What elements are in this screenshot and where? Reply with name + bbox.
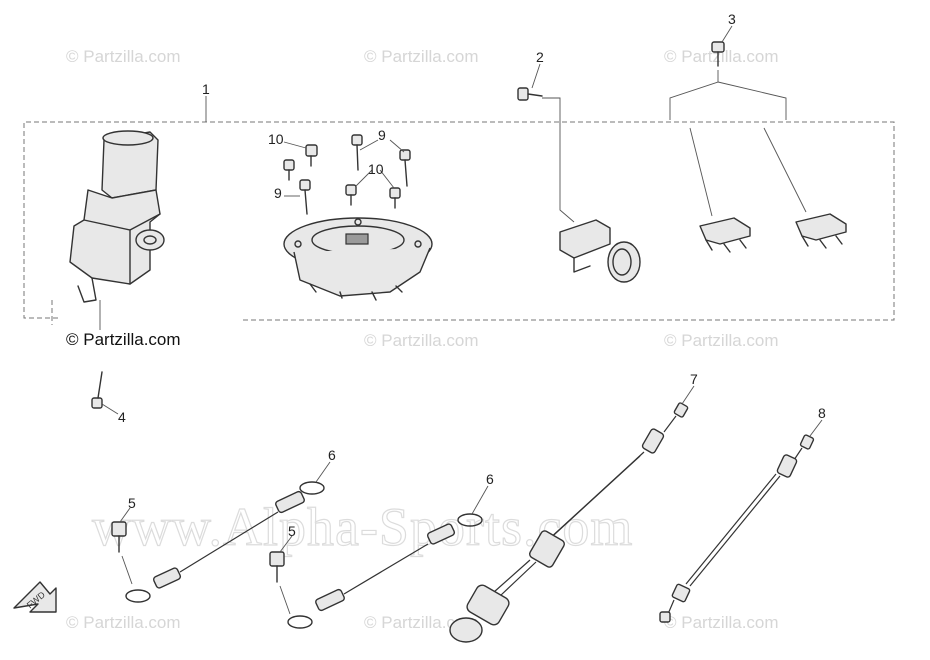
watermark-partzilla: © Partzilla.com: [364, 331, 479, 350]
callout-1: 1: [202, 81, 210, 97]
callout-4: 4: [118, 409, 126, 425]
callout-7: 7: [690, 371, 698, 387]
seat-lock-cable-short-part: [659, 434, 815, 623]
bracket-pair-part: [669, 70, 847, 253]
watermark-partzilla: © Partzilla.com: [664, 613, 779, 632]
watermark-partzilla: © Partzilla.com: [66, 47, 181, 66]
callout-6: 6: [328, 447, 336, 463]
callout-5: 5: [128, 495, 136, 511]
cable-clamp-bracket-part: [542, 97, 641, 283]
assembly-1-outline: [23, 121, 895, 325]
ignition-switch-part: [69, 130, 165, 330]
key-wire-cable-right: [269, 513, 483, 629]
callout-9: 9: [378, 127, 386, 143]
callout-9: 9: [274, 185, 282, 201]
watermark-partzilla: © Partzilla.com: [364, 47, 479, 66]
callout-leaders: [101, 25, 823, 553]
forward-direction-marker: FWD: [13, 581, 57, 613]
copyright-label: © Partzilla.com: [64, 330, 183, 350]
fuel-cap-lock-part: [283, 217, 433, 301]
callout-labels: 1 2 3 4 5 5 6 6 7 8 9 9 10 10: [118, 11, 826, 539]
screw-set-9-10: [283, 134, 411, 215]
callout-6: 6: [486, 471, 494, 487]
bolt-4: [91, 371, 103, 409]
key-wire-cable-left: [111, 481, 325, 603]
callout-10: 10: [368, 161, 384, 177]
bolt-2: [517, 87, 543, 101]
callout-3: 3: [728, 11, 736, 27]
callout-2: 2: [536, 49, 544, 65]
callout-5: 5: [288, 523, 296, 539]
seat-lock-cable-part: [449, 402, 689, 643]
watermark-partzilla: © Partzilla.com: [664, 331, 779, 350]
watermark-partzilla: © Partzilla.com: [66, 613, 181, 632]
bolt-3: [711, 41, 725, 67]
callout-8: 8: [818, 405, 826, 421]
watermark-partzilla: © Partzilla.com: [664, 47, 779, 66]
callout-10: 10: [268, 131, 284, 147]
